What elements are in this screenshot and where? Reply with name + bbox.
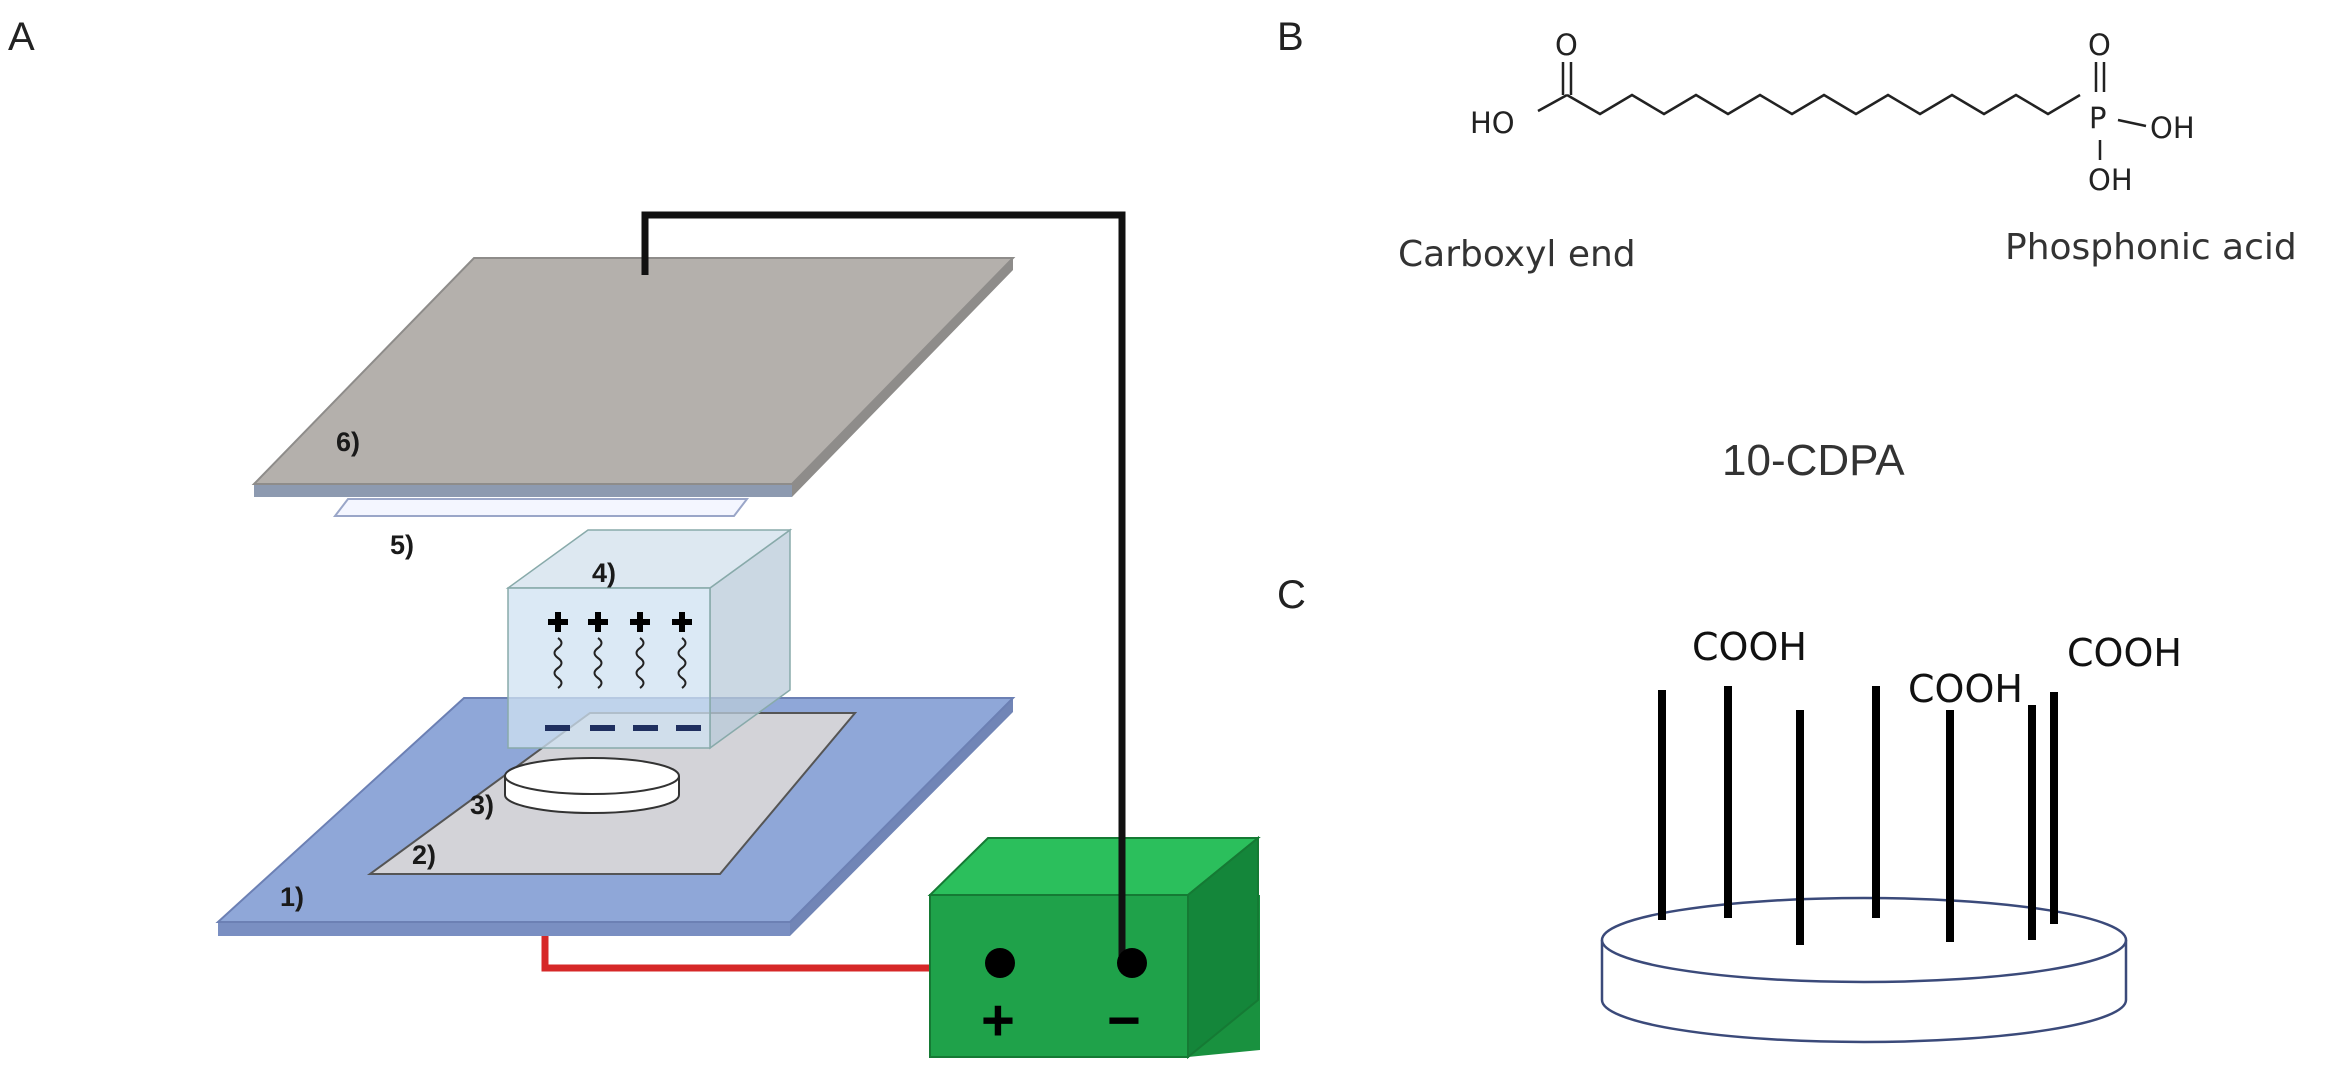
panel-b-letter: B	[1277, 15, 1304, 59]
cooh-label-2: COOH	[1908, 667, 2023, 711]
negative-terminal	[1117, 948, 1147, 978]
atom-p: P	[2089, 101, 2107, 135]
atom-o-carbonyl: O	[1555, 28, 1578, 62]
label-6: 6)	[336, 427, 360, 457]
molecule-chain	[672, 612, 692, 689]
label-3: 3)	[470, 790, 494, 820]
molecule-name: 10-CDPA	[1722, 436, 1905, 485]
atom-oh-right: OH	[2150, 111, 2195, 145]
molecule-chain	[548, 612, 568, 689]
charged-molecules	[548, 612, 692, 689]
panel-a-letter: A	[8, 15, 35, 59]
battery-minus-sign: −	[1107, 988, 1141, 1053]
thin-film	[332, 498, 750, 517]
atom-ho: HO	[1470, 106, 1515, 140]
surface-disc	[1600, 896, 2128, 1044]
atom-p-oxygen: O	[2088, 28, 2111, 62]
atom-oh-bottom: OH	[2088, 163, 2133, 197]
cooh-label-1: COOH	[1692, 625, 1807, 669]
cooh-label-3: COOH	[2067, 631, 2182, 675]
phosphonic-caption: Phosphonic acid	[2005, 227, 2297, 268]
positive-wire	[541, 936, 1000, 972]
molecule-chain	[588, 612, 608, 689]
positive-terminal	[985, 948, 1015, 978]
molecule-structure	[1537, 62, 2147, 160]
label-5: 5)	[390, 530, 414, 560]
transparent-cube	[505, 528, 793, 750]
molecule-chain	[630, 612, 650, 689]
label-1: 1)	[280, 882, 304, 912]
label-4: 4)	[592, 558, 616, 588]
battery-plus-sign: +	[981, 988, 1015, 1053]
label-2: 2)	[412, 840, 436, 870]
sample-disc	[504, 757, 680, 814]
carboxyl-caption: Carboxyl end	[1398, 234, 1636, 275]
top-plate	[251, 257, 1016, 497]
surface-chains	[1658, 686, 2058, 945]
battery	[927, 835, 1261, 1060]
panel-c-letter: C	[1277, 573, 1306, 617]
